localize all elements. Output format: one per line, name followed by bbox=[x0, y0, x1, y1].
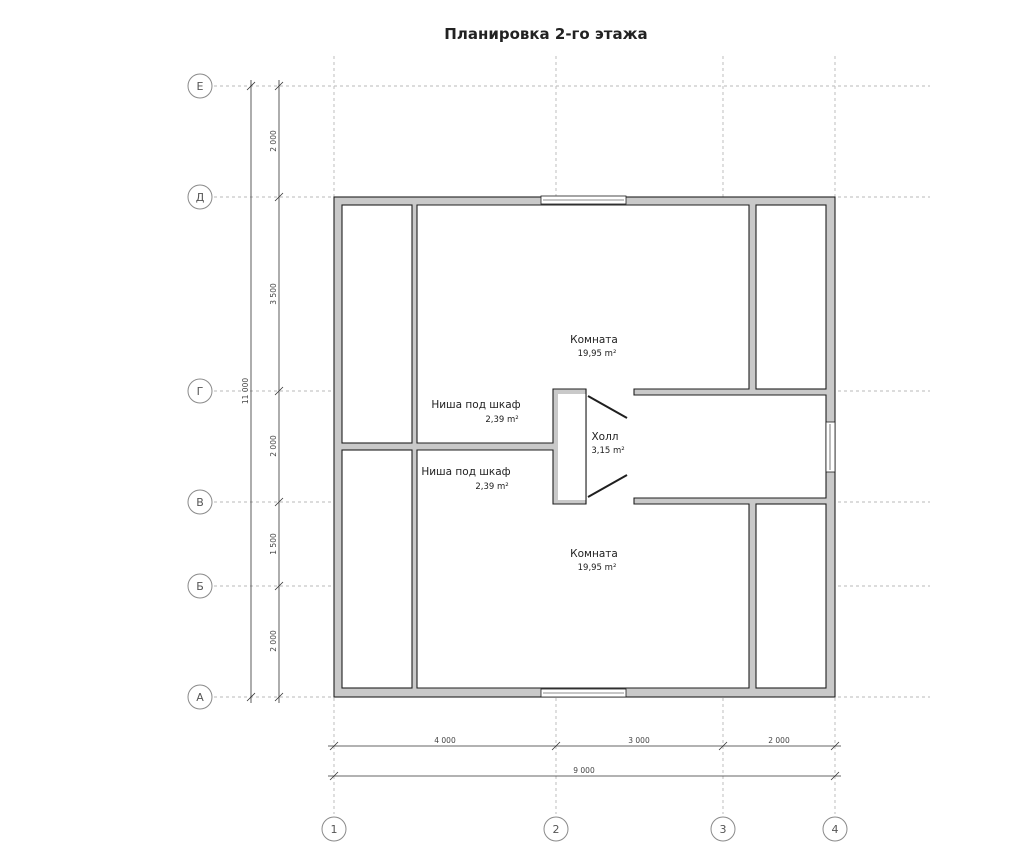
dim-tick bbox=[274, 581, 284, 591]
axis-bubble-1 bbox=[321, 816, 347, 842]
horizontal-dim-label: 2 000 bbox=[768, 736, 790, 745]
axis-label-2: 2 bbox=[553, 823, 560, 836]
dim-tick bbox=[274, 192, 284, 202]
vertical-dim-total-label: 11 000 bbox=[241, 378, 250, 404]
axis-bubble-B bbox=[187, 573, 213, 599]
room-area-lower-niche: 2,39 m² bbox=[475, 482, 508, 492]
axis-label-1: 1 bbox=[331, 823, 338, 836]
horizontal-dimensions: 4 000 3 000 2 000 9 000 bbox=[328, 736, 841, 781]
right-lower-closet bbox=[755, 503, 827, 689]
vertical-dim-label: 3 500 bbox=[269, 283, 278, 305]
room-area-upper-niche: 2,39 m² bbox=[485, 415, 518, 425]
axis-bubble-E bbox=[187, 73, 213, 99]
dim-tick bbox=[246, 81, 256, 91]
horizontal-dim-label: 4 000 bbox=[434, 736, 456, 745]
axis-label-E: Е bbox=[197, 80, 204, 93]
door-leaf-upper bbox=[587, 395, 628, 419]
dim-tick bbox=[274, 497, 284, 507]
axis-label-B: Б bbox=[196, 580, 204, 593]
dim-tick bbox=[329, 741, 339, 751]
axis-bubble-2 bbox=[543, 816, 569, 842]
right-upper-closet bbox=[755, 204, 827, 390]
dim-tick bbox=[274, 386, 284, 396]
room-name-lower-niche: Ниша под шкаф bbox=[421, 466, 510, 478]
axis-bubble-3 bbox=[710, 816, 736, 842]
room-area-upper-room: 19,95 m² bbox=[578, 349, 617, 359]
vertical-dimensions: 2 000 3 500 2 000 1 500 2 000 11 000 bbox=[241, 80, 284, 703]
axis-bubble-4 bbox=[822, 816, 848, 842]
dim-tick bbox=[830, 741, 840, 751]
room-area-lower-room: 19,95 m² bbox=[578, 563, 617, 573]
axis-label-V: В bbox=[196, 496, 204, 509]
axis-bubble-G bbox=[187, 378, 213, 404]
dim-tick bbox=[274, 692, 284, 702]
vertical-dim-label: 2 000 bbox=[269, 630, 278, 652]
room-labels: Комната 19,95 m² Ниша под шкаф 2,39 m² Х… bbox=[421, 334, 624, 573]
room-name-hall: Холл bbox=[591, 431, 618, 443]
windows bbox=[540, 195, 836, 698]
room-area-hall: 3,15 m² bbox=[591, 446, 624, 456]
col-axis-bubbles: 1 2 3 4 bbox=[321, 816, 848, 842]
left-upper-closet bbox=[341, 204, 413, 444]
axis-bubble-A bbox=[187, 684, 213, 710]
window-right bbox=[825, 421, 836, 473]
horizontal-dim-label: 3 000 bbox=[628, 736, 650, 745]
horizontal-dim-total-label: 9 000 bbox=[573, 766, 595, 775]
axis-label-D: Д bbox=[196, 191, 205, 204]
plan-title: Планировка 2-го этажа bbox=[444, 25, 647, 43]
dim-tick bbox=[718, 741, 728, 751]
dim-tick bbox=[329, 771, 339, 781]
axis-label-A: А bbox=[196, 691, 204, 704]
dim-tick bbox=[830, 771, 840, 781]
axis-label-3: 3 bbox=[720, 823, 727, 836]
left-lower-closet bbox=[341, 449, 413, 689]
axis-bubble-D bbox=[187, 184, 213, 210]
axis-label-4: 4 bbox=[832, 823, 839, 836]
doors bbox=[587, 395, 628, 498]
axis-bubble-V bbox=[187, 489, 213, 515]
niche-upper-box bbox=[558, 394, 586, 500]
room-name-upper-niche: Ниша под шкаф bbox=[431, 399, 520, 411]
vertical-dim-label: 2 000 bbox=[269, 435, 278, 457]
vertical-dim-label: 1 500 bbox=[269, 533, 278, 555]
room-name-lower-room: Комната bbox=[570, 548, 618, 560]
row-axis-bubbles: Е Д Г В Б А bbox=[187, 73, 213, 710]
room-name-upper-room: Комната bbox=[570, 334, 618, 346]
vertical-dim-label: 2 000 bbox=[269, 130, 278, 152]
dim-tick bbox=[551, 741, 561, 751]
dim-tick bbox=[246, 692, 256, 702]
axis-label-G: Г bbox=[197, 385, 204, 398]
dim-tick bbox=[274, 81, 284, 91]
door-leaf-lower bbox=[587, 474, 628, 498]
hall-fill bbox=[590, 396, 825, 497]
